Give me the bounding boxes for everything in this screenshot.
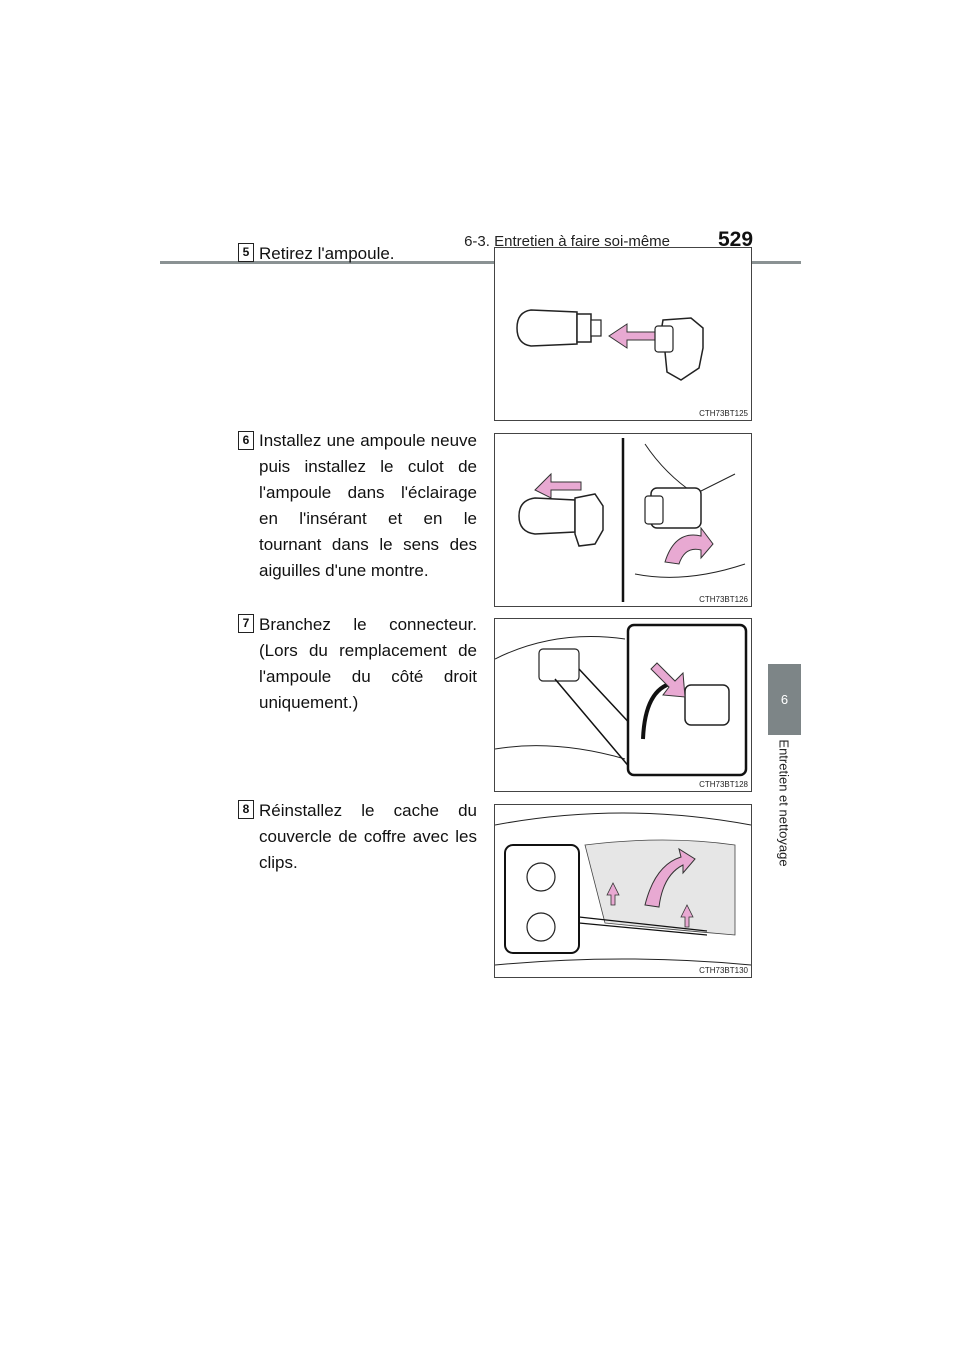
step-number-badge: 6 [238, 431, 254, 450]
step-illustration: CTH73BT126 [494, 433, 752, 607]
section-title: 6-3. Entretien à faire soi-même [464, 233, 670, 250]
figure-code: CTH73BT125 [699, 409, 748, 418]
page-number: 529 [718, 228, 754, 251]
chapter-tab: 6 [768, 664, 801, 735]
step-number-badge: 7 [238, 614, 254, 633]
figure-code: CTH73BT126 [699, 595, 748, 604]
step-text: Réinstallez le cache du couvercle de cof… [259, 801, 477, 872]
step-text: Installez une ampoule neuve puis install… [259, 431, 477, 580]
step-illustration: CTH73BT130 [494, 804, 752, 978]
step-text: Branchez le connecteur. (Lors du remplac… [259, 615, 477, 712]
step-illustration: CTH73BT128 [494, 618, 752, 792]
step-number-badge: 8 [238, 800, 254, 819]
chapter-number: 6 [780, 692, 789, 707]
figure-code: CTH73BT128 [699, 780, 748, 789]
step-illustration: CTH73BT125 [494, 247, 752, 421]
chapter-title: Entretien et nettoyage [776, 739, 792, 867]
step-number-badge: 5 [238, 243, 254, 262]
figure-code: CTH73BT130 [699, 966, 748, 975]
header-divider [160, 261, 801, 264]
step-text: Retirez l'ampoule. [259, 244, 395, 263]
